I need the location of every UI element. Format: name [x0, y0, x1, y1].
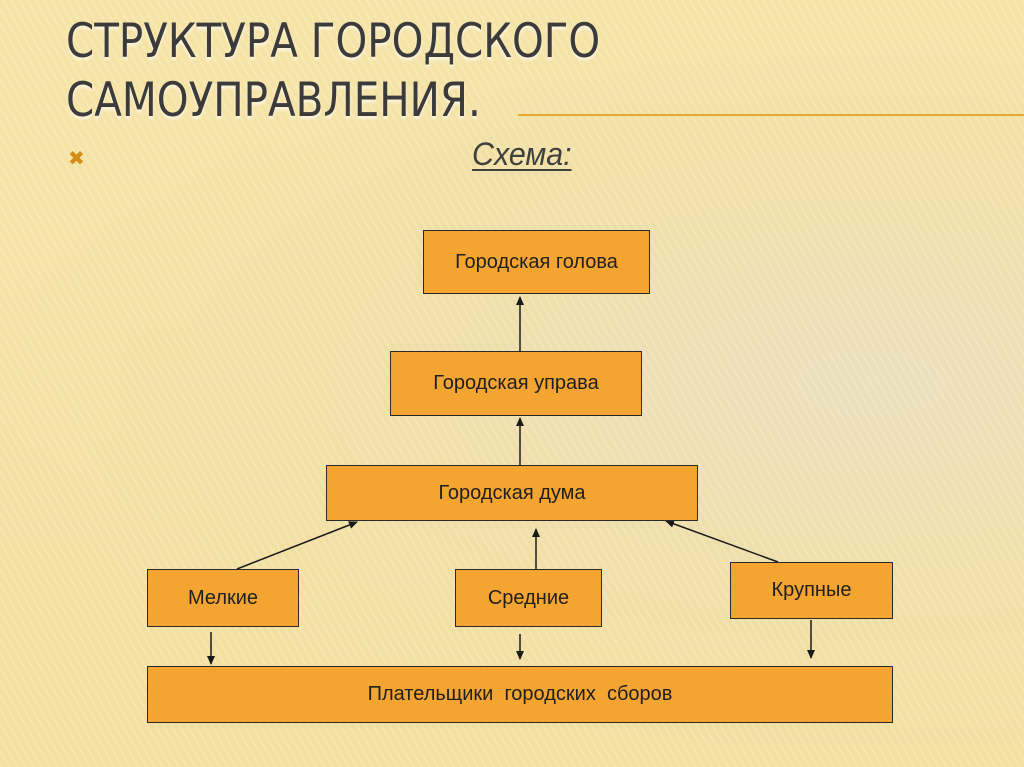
node-city-council: Городская управа — [390, 351, 642, 416]
slide-title: СТРУКТУРА ГОРОДСКОГО САМОУПРАВЛЕНИЯ. — [66, 12, 600, 130]
node-city-council-label: Городская управа — [433, 372, 599, 394]
node-payers: Плательщики городских сборов — [147, 666, 893, 723]
node-city-duma-label: Городская дума — [438, 481, 586, 504]
edge-large-to-duma — [665, 519, 779, 563]
diagram-subtitle: Схема: — [472, 136, 572, 172]
title-line-1: СТРУКТУРА ГОРОДСКОГО — [66, 14, 601, 69]
node-small-label: Мелкие — [187, 586, 259, 609]
node-medium: Средние — [455, 569, 602, 627]
node-city-head: Городская голова — [423, 230, 650, 294]
title-underline-rule — [518, 114, 1024, 116]
title-line-2: САМОУПРАВЛЕНИЯ. — [66, 73, 481, 128]
node-payers-label: Плательщики городских сборов — [367, 683, 673, 705]
node-city-duma: Городская дума — [326, 465, 698, 521]
node-medium-label: Средние — [487, 586, 570, 609]
edge-small-to-duma — [236, 521, 358, 570]
node-small: Мелкие — [147, 569, 299, 627]
node-city-head-label: Городская голова — [455, 250, 618, 273]
bullet-cross-icon: ✖ — [68, 148, 85, 170]
node-large-label: Крупные — [771, 579, 852, 601]
node-large: Крупные — [730, 562, 893, 619]
